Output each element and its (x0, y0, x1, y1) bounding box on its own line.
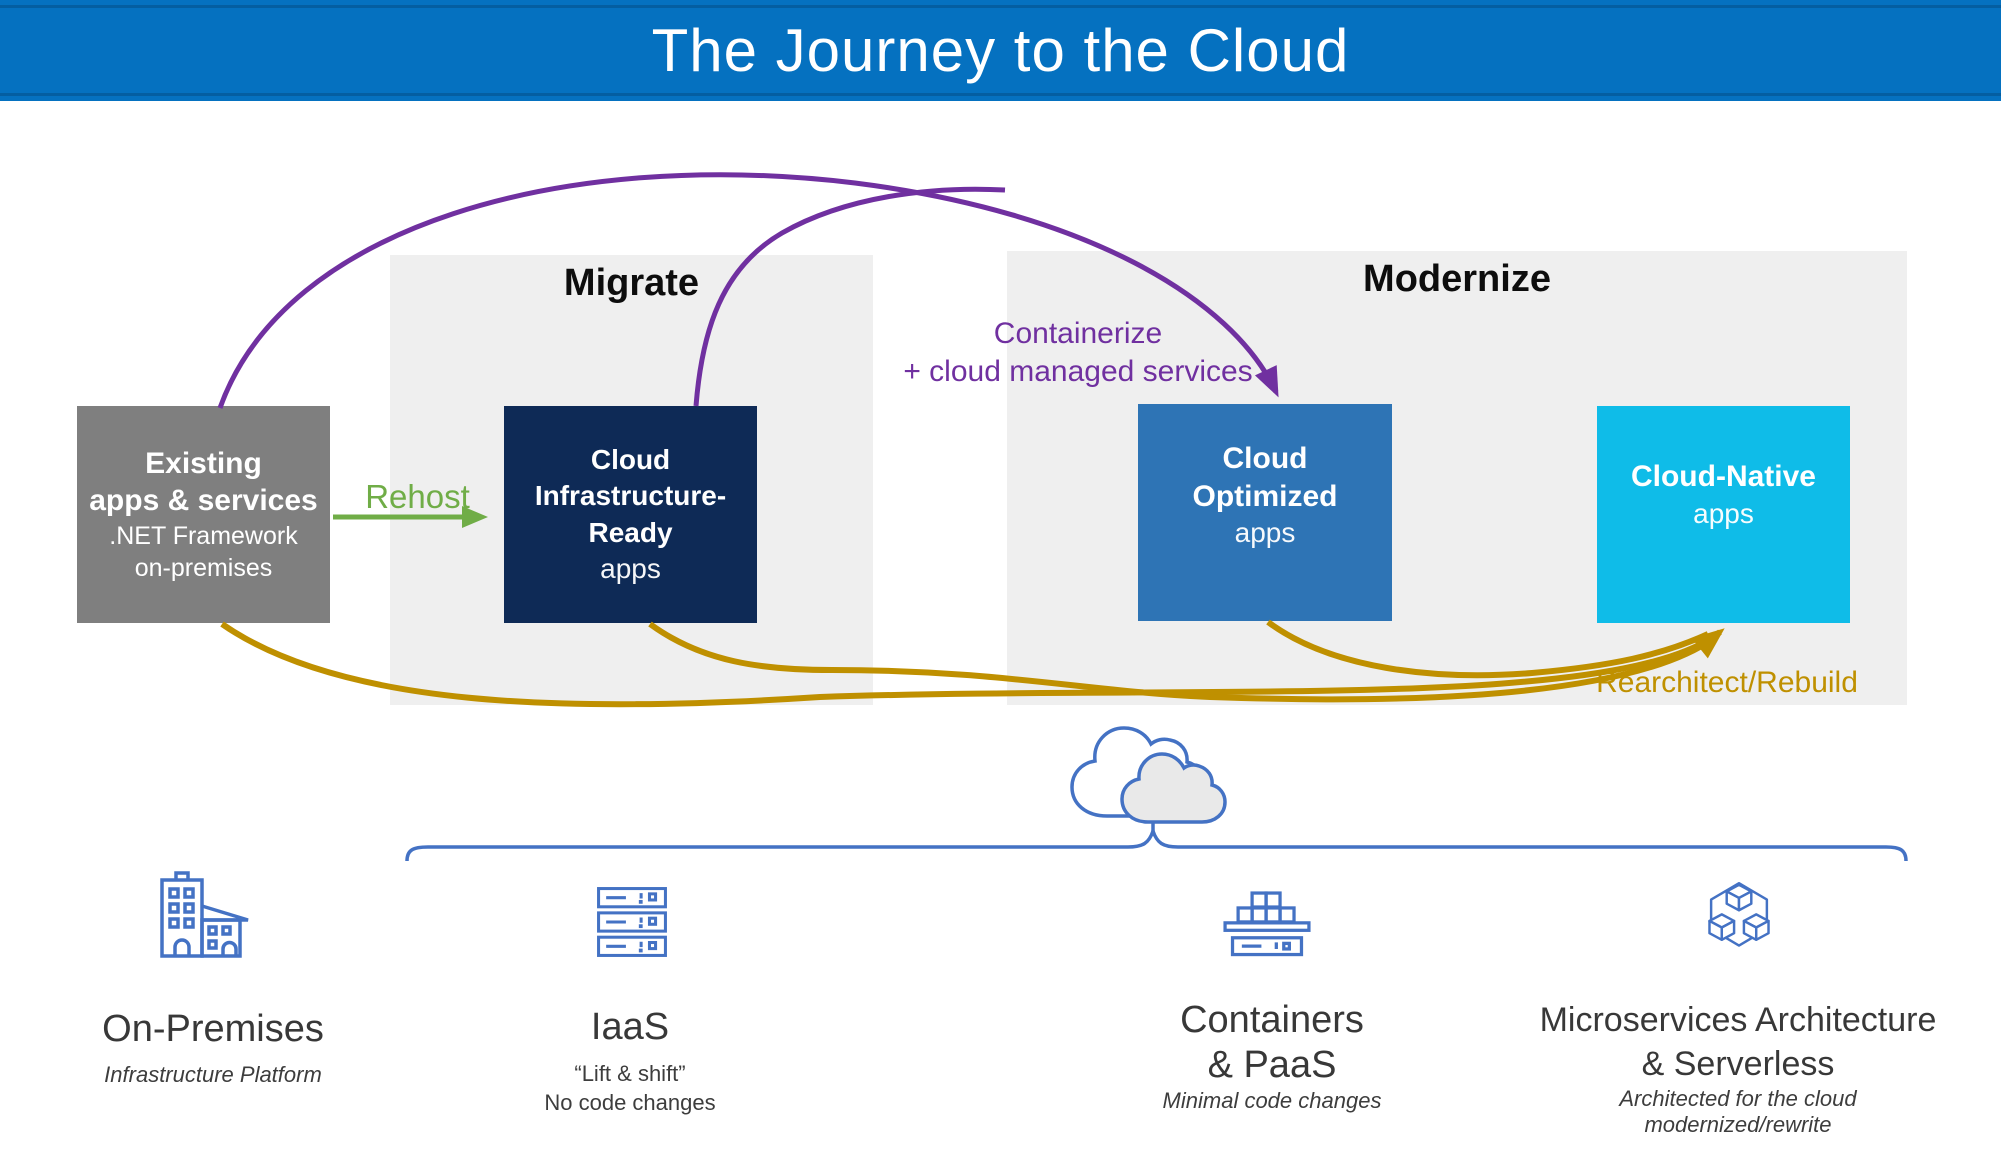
containerize-label: Containerize + cloud managed services (878, 315, 1278, 391)
container-boxes-icon (1223, 891, 1311, 957)
infra-box-line2: Infrastructure- (534, 480, 727, 512)
on-premises-subtitle: Infrastructure Platform (104, 1062, 322, 1087)
cloud-infrastructure-ready-box: Cloud Infrastructure- Ready apps (504, 406, 757, 623)
server-rack-icon (597, 887, 667, 957)
existing-box-line4: on-premises (134, 554, 273, 582)
page-title: The Journey to the Cloud (651, 17, 1350, 84)
cloud-back-shape (1070, 726, 1207, 818)
microservices-subtitle-1: Architected for the cloud (1619, 1086, 1857, 1111)
cloud-native-box: Cloud-Native apps (1597, 406, 1850, 623)
containers-subtitle: Minimal code changes (1162, 1088, 1382, 1113)
microservices-title-line2: & Serverless (1641, 1045, 1835, 1083)
title-banner: The Journey to the Cloud (0, 0, 2001, 101)
cubes-icon (1708, 881, 1770, 947)
optimized-box-line3: apps (1234, 517, 1296, 548)
rearchitect-rebuild-label: Rearchitect/Rebuild (1596, 666, 1858, 699)
existing-box-line2: apps & services (89, 484, 318, 517)
cloud-icon (1070, 726, 1227, 824)
containers-title-line1: Containers (1180, 999, 1364, 1041)
building-icon (160, 871, 249, 958)
microservices-subtitle-2: modernized/rewrite (1644, 1112, 1832, 1137)
brace-line (405, 825, 1908, 862)
existing-apps-box: Existing apps & services .NET Framework … (77, 406, 330, 623)
containerize-label-line1: Containerize (993, 317, 1163, 350)
cloud-front-shape (1120, 752, 1227, 824)
migrate-heading: Migrate (563, 262, 700, 304)
existing-box-line3: .NET Framework (109, 521, 298, 550)
containerize-label-line2: + cloud managed services (903, 355, 1253, 388)
existing-box-line1: Existing (145, 446, 262, 480)
native-box-line2: apps (1693, 497, 1754, 529)
infra-box-line3: Ready (588, 516, 673, 548)
containers-title-line2: & PaaS (1207, 1044, 1337, 1086)
rehost-label: Rehost (365, 478, 470, 515)
iaas-subtitle-2: No code changes (544, 1090, 716, 1115)
native-box-line1: Cloud-Native (1630, 460, 1816, 493)
optimized-box-line1: Cloud (1222, 442, 1308, 475)
infra-box-line1: Cloud (590, 443, 671, 475)
iaas-title: IaaS (590, 1006, 670, 1048)
microservices-title-line1: Microservices Architecture (1539, 1001, 1937, 1039)
optimized-box-line2: Optimized (1192, 479, 1338, 513)
modernize-heading: Modernize (1363, 258, 1551, 300)
infra-box-line4: apps (600, 552, 661, 584)
iaas-subtitle-1: “Lift & shift” (574, 1061, 686, 1086)
on-premises-title: On-Premises (102, 1008, 324, 1050)
cloud-optimized-box: Cloud Optimized apps (1138, 404, 1392, 621)
